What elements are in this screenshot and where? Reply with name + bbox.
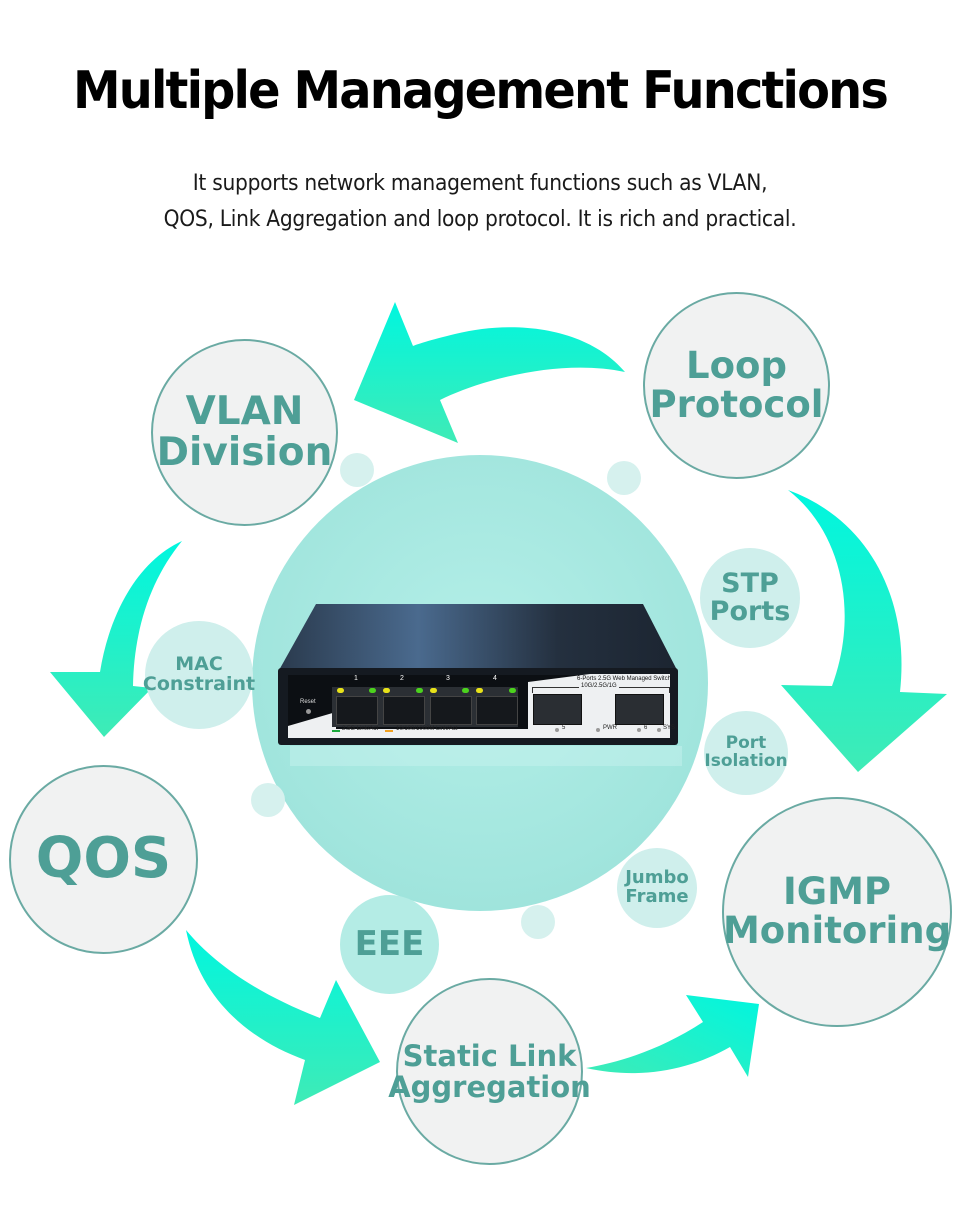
feature-label-line1: Jumbo [625,867,689,889]
subtitle-line-2: QOS, Link Aggregation and loop protocol.… [163,207,797,232]
arrow-lag-to-igmp [586,995,759,1077]
decor-bubble [521,905,555,939]
page-subtitle: It supports network management functions… [0,166,960,238]
feature-label-line1: EEE [354,923,425,964]
feature-label-line2: Isolation [704,751,788,771]
feature-label-line1: Port [725,733,767,754]
feature-label-line1: VLAN [185,388,304,434]
decor-bubble [251,783,285,817]
arrow-loop-to-vlan [354,302,625,443]
feature-label-line2: Protocol [649,382,824,426]
network-switch [278,604,682,766]
feature-label-line2: Monitoring [722,909,952,952]
feature-eee: EEE [340,895,439,994]
feature-label-line2: Aggregation [388,1069,591,1104]
feature-label-line1: QOS [35,826,172,892]
feature-qos: QOS [9,765,198,954]
feature-label-line1: Loop [686,343,787,387]
arrow-loop-to-igmp [781,490,947,772]
feature-label-line2: Division [156,429,333,475]
feature-label-line2: Ports [709,596,791,627]
decor-bubble [340,453,374,487]
feature-label-line2: Constraint [142,673,256,695]
page-title: Multiple Management Functions [73,61,889,121]
feature-label-line1: IGMP [782,870,892,914]
feature-label-line2: Frame [625,886,689,907]
arrow-qos-to-lag [186,930,380,1105]
decor-bubble [607,461,641,495]
feature-label-line1: MAC [175,653,223,676]
feature-label-line1: STP [721,567,779,599]
feature-label-line1: Static Link [402,1039,577,1074]
subtitle-line-1: It supports network management functions… [192,171,768,196]
